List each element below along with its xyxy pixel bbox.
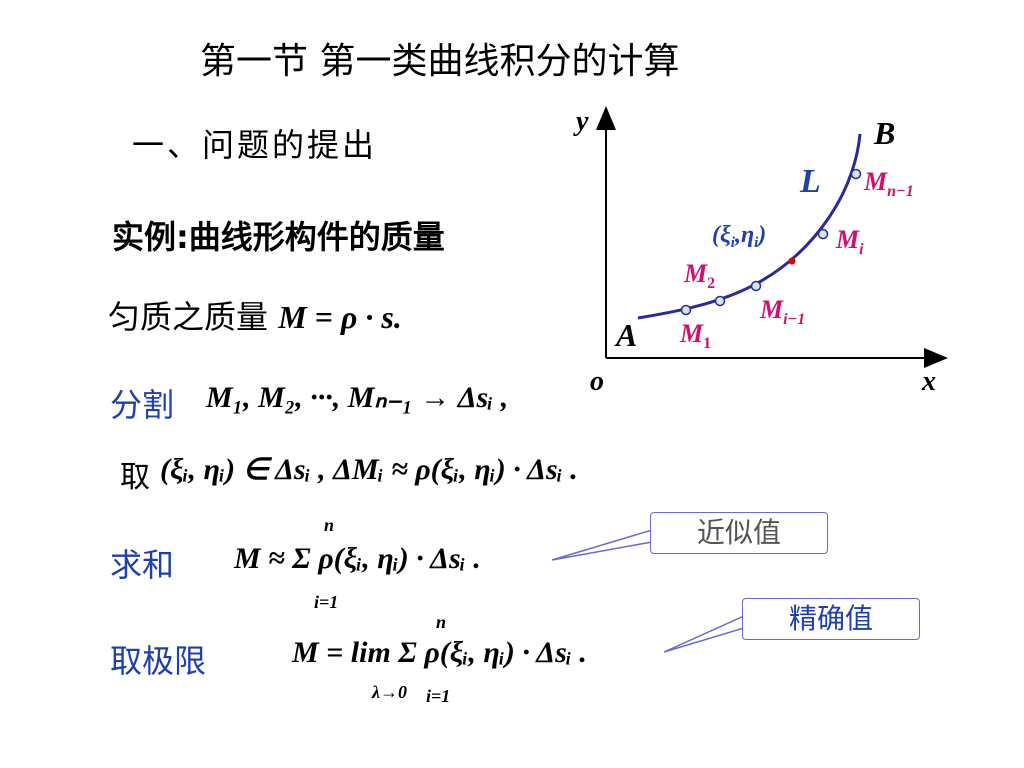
y-axis-label: y	[573, 106, 589, 137]
callout-approx: 近似值	[650, 512, 828, 554]
label-Mi-1: Mi−1	[759, 295, 805, 328]
label-Mn-1: Mn−1	[863, 167, 914, 200]
label-A: A	[614, 317, 637, 353]
step-divide: 分割	[110, 386, 175, 424]
origin-label: o	[590, 366, 604, 396]
step-take: 取	[120, 460, 150, 495]
lim-subscript: λ→0	[372, 682, 407, 702]
sum-lower-limit: i=1	[314, 592, 339, 612]
point-Mi	[817, 228, 829, 240]
label-M2: M2	[683, 259, 715, 292]
section-heading: 一、问题的提出	[132, 126, 378, 164]
label-B: B	[873, 115, 895, 151]
point-Mi-1	[750, 280, 762, 292]
point-M2	[714, 295, 726, 307]
label-L: L	[799, 163, 821, 200]
approx-pointer	[551, 528, 653, 561]
formula-take: (ξᵢ, ηᵢ) ∈ Δsᵢ , ΔMᵢ ≈ ρ(ξᵢ, ηᵢ) · Δsᵢ .	[160, 453, 578, 486]
sum-upper-limit: n	[324, 515, 335, 535]
label-xi-eta: (ξi,ηi)	[712, 222, 766, 251]
uniform-mass-line: 匀质之质量 M = ρ · s.	[108, 292, 402, 338]
point-xi-eta	[788, 257, 796, 265]
point-M1	[680, 304, 692, 316]
label-Mi: Mi	[835, 225, 864, 258]
uniform-text: 匀质之质量	[108, 298, 269, 336]
limit-sum-upper: n	[436, 612, 447, 632]
curve-L	[637, 133, 862, 320]
uniform-formula: M = ρ · s.	[278, 299, 402, 335]
curve-figure: y x o A B L M1 M2 Mi−1 Mi Mn−1 (ξi,ηi)	[573, 106, 948, 396]
example-label: 实例:曲线形构件的质量	[112, 218, 445, 256]
point-Mn-1	[850, 168, 862, 180]
step-limit: 取极限	[110, 642, 207, 680]
page-title: 第一节 第一类曲线积分的计算	[200, 41, 680, 82]
callout-exact: 精确值	[742, 598, 920, 640]
step-sum: 求和	[110, 546, 175, 584]
formula-divide: M₁, M₂, ···, Mₙ₋₁ → Δsᵢ ,	[206, 381, 509, 414]
label-M1: M1	[679, 319, 711, 352]
formula-limit: M = lim Σ ρ(ξᵢ, ηᵢ) · Δsᵢ .	[292, 636, 587, 669]
formula-sum: M ≈ Σ ρ(ξᵢ, ηᵢ) · Δsᵢ .	[234, 542, 481, 575]
limit-sum-lower: i=1	[426, 686, 451, 706]
exact-pointer	[663, 614, 745, 653]
x-axis-label: x	[921, 366, 936, 396]
